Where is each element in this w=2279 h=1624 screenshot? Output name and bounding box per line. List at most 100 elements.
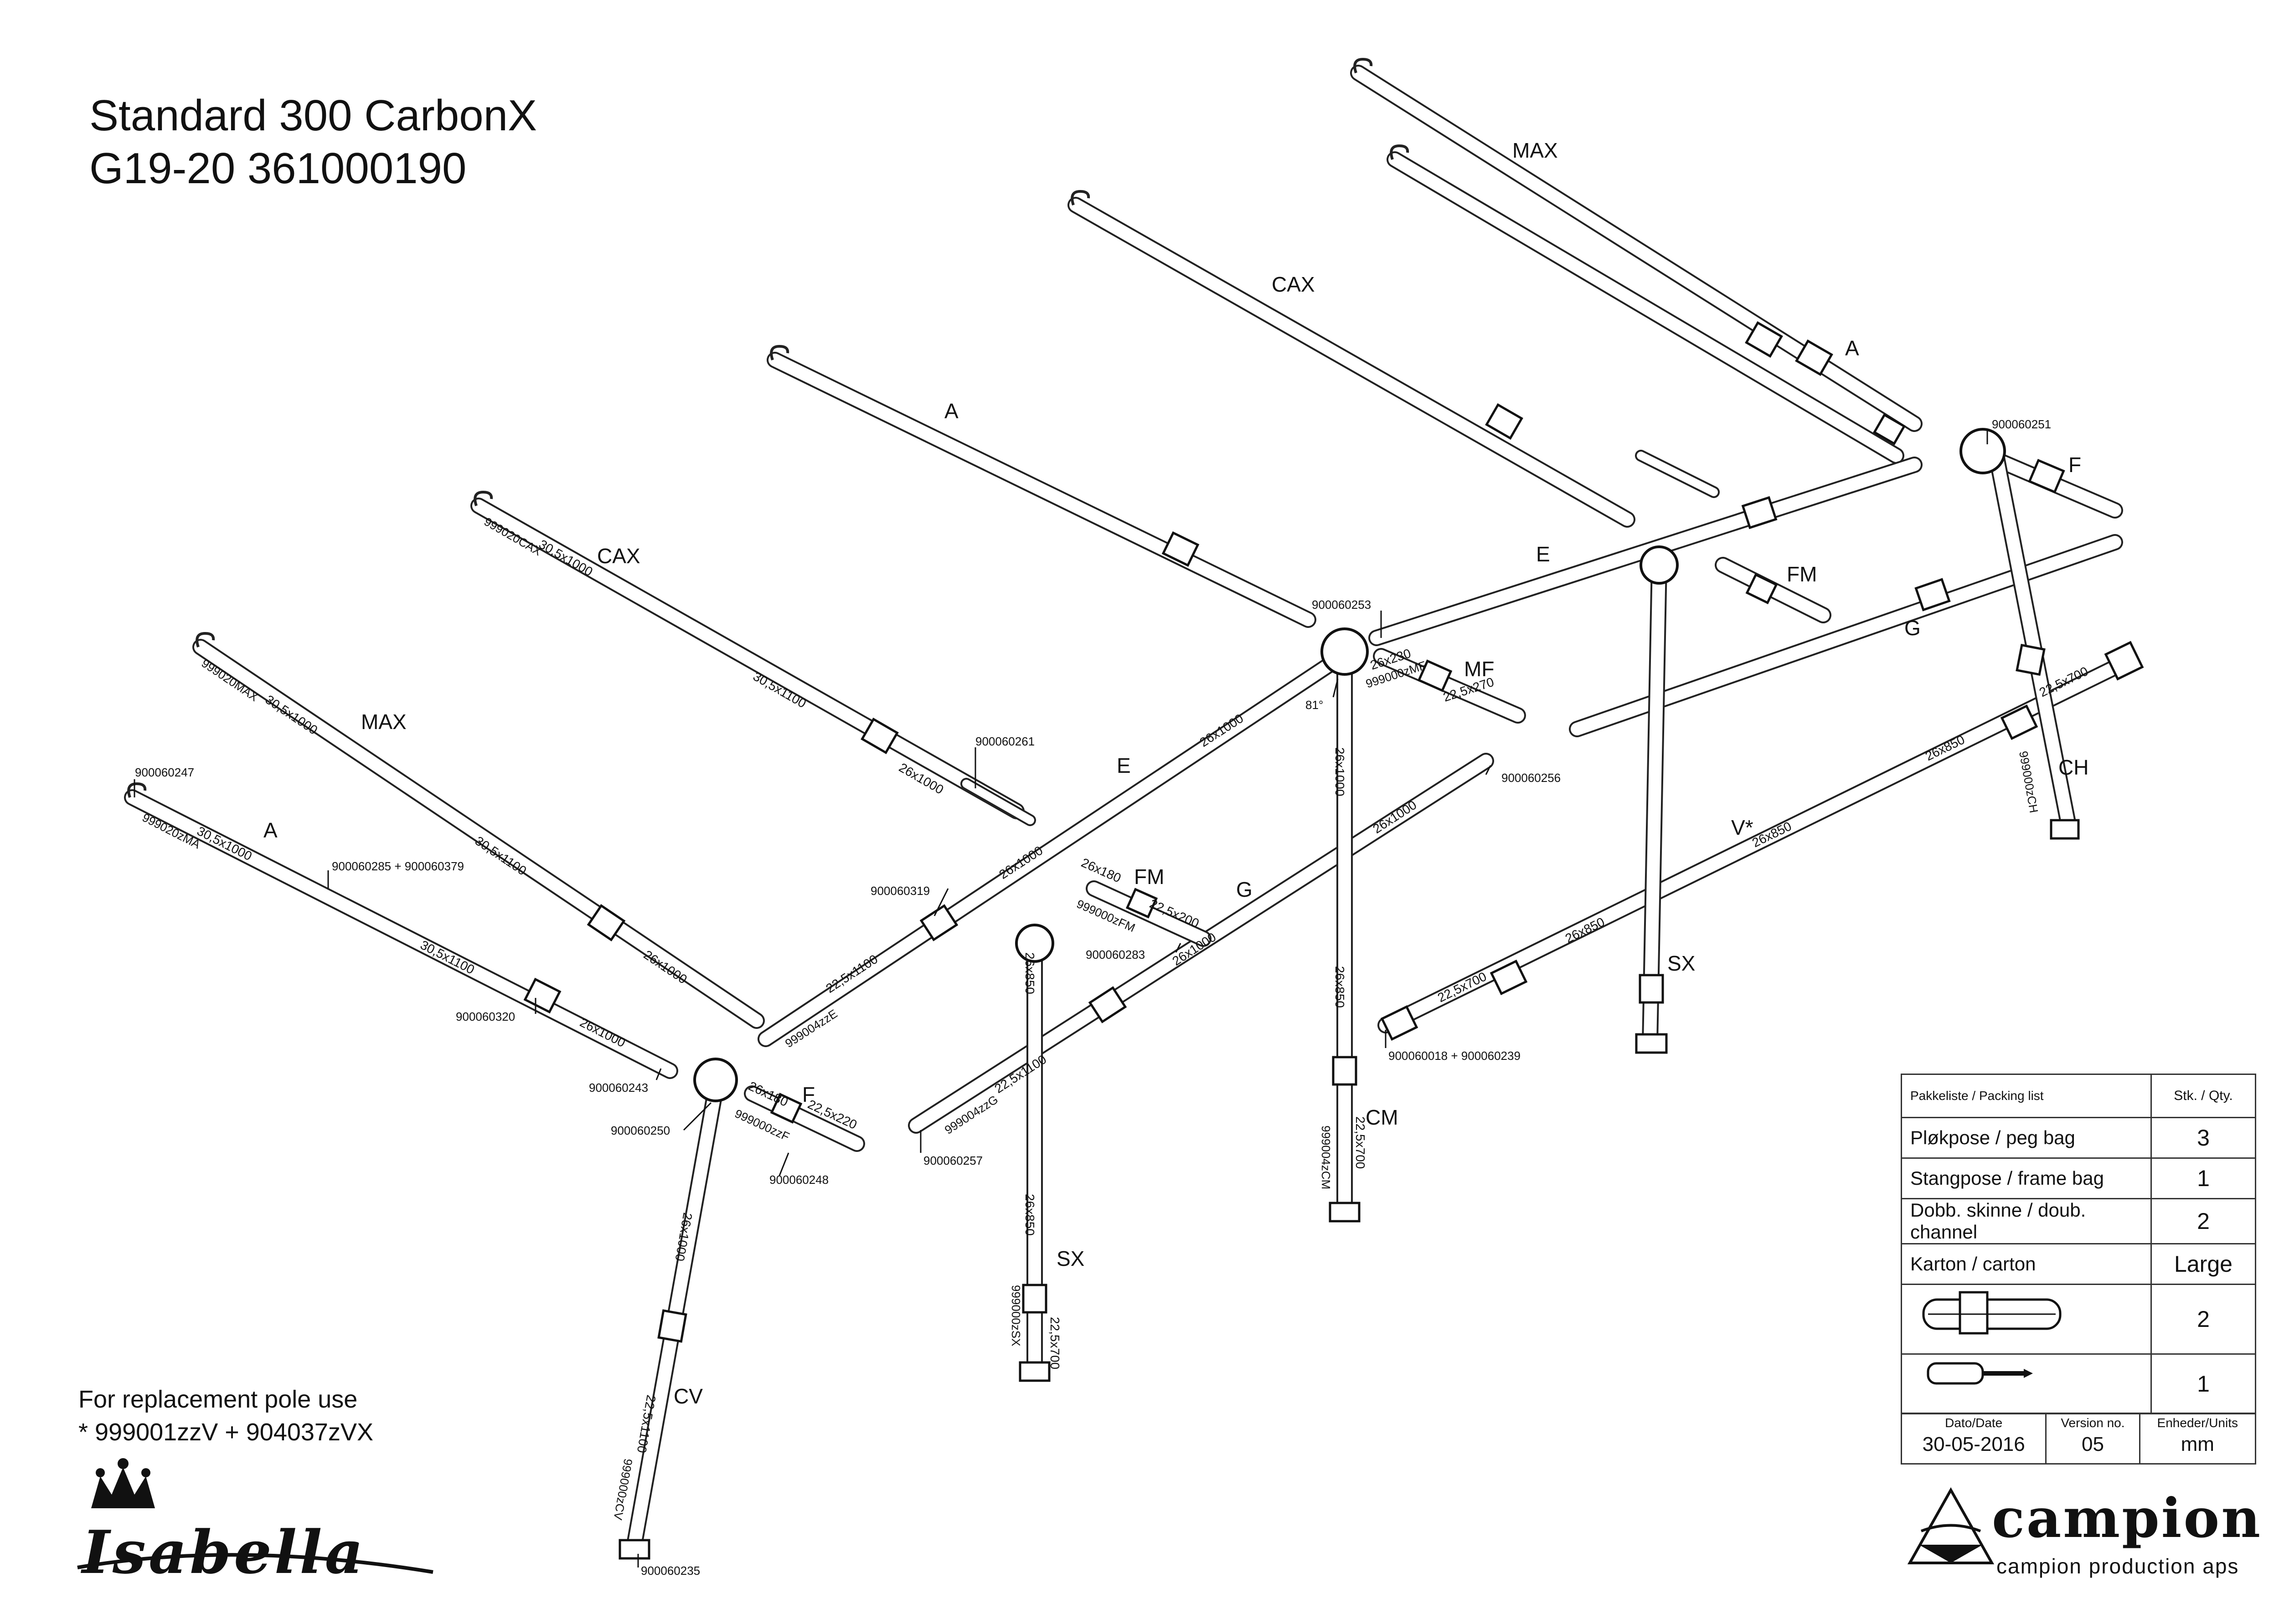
- dim-cm-3: 22,5x700: [1353, 1116, 1367, 1169]
- label-g-front: G: [1236, 878, 1253, 901]
- packing-row: Stangpose / frame bag 1: [1901, 1157, 2256, 1199]
- part-number-018: 900060018 + 900060239: [1388, 1049, 1521, 1063]
- packing-item-qty: 3: [2150, 1117, 2256, 1159]
- loose-clamp-back: [1635, 450, 1720, 498]
- part-number-248: 900060248: [769, 1173, 829, 1187]
- pole-ch: [1988, 447, 2080, 840]
- pole-fm-front: [1086, 880, 1212, 947]
- packing-item-qty: Large: [2150, 1243, 2256, 1285]
- code-zcm: 999004zCM: [1319, 1125, 1333, 1189]
- packing-list-header: Pakkeliste / Packing list Stk. / Qty.: [1901, 1074, 2256, 1118]
- label-a-mid: A: [944, 399, 959, 423]
- dim-sx-3: 22,5x700: [1048, 1317, 1062, 1369]
- packing-row: Karton / carton Large: [1901, 1243, 2256, 1285]
- pole-cax-back: [1067, 190, 1635, 528]
- label-cax-front: CAX: [597, 544, 640, 568]
- dim-sx-1: 26x850: [1023, 952, 1037, 994]
- packing-item-label: Pløkpose / peg bag: [1901, 1117, 2152, 1159]
- replacement-codes: * 999001zzV + 904037zVX: [78, 1418, 373, 1446]
- page-title: Standard 300 CarbonX: [89, 91, 537, 140]
- packing-item-qty: 2: [2150, 1284, 2256, 1355]
- angle-label: 81°: [1305, 698, 1323, 712]
- packing-list-title: Pakkeliste / Packing list: [1901, 1074, 2152, 1118]
- pole-max-back: [1350, 57, 1923, 464]
- part-number-247: 900060247: [135, 766, 194, 779]
- pole-sx-back: [1635, 557, 1668, 1054]
- units-label: Enheder/Units: [2157, 1416, 2238, 1430]
- part-number-261: 900060261: [975, 735, 1035, 748]
- dim-a-2: 30,5x1100: [418, 938, 477, 977]
- dim-cm-2: 26x850: [1333, 966, 1347, 1008]
- crown-icon: [91, 1458, 155, 1508]
- dim-sx-2: 26x850: [1023, 1194, 1037, 1236]
- pole-fm-back: [1715, 557, 1831, 623]
- isabella-underline: [77, 1553, 433, 1574]
- leader-lines: [134, 431, 1988, 1567]
- replacement-note: For replacement pole use: [78, 1386, 358, 1413]
- label-max-front: MAX: [361, 710, 407, 734]
- code-zch: 999000zCH: [2016, 750, 2041, 814]
- label-v: V*: [1731, 816, 1753, 839]
- pole-f-back: [1979, 447, 2123, 519]
- packing-item-clamp-cell: [1901, 1284, 2152, 1355]
- version-label: Version no.: [2061, 1416, 2125, 1430]
- packing-item-qty: 1: [2150, 1353, 2256, 1414]
- part-number-256: 900060256: [1501, 771, 1561, 785]
- packing-item-screwdriver-cell: [1901, 1353, 2152, 1414]
- pole-v: [1377, 641, 2144, 1041]
- label-fm-front: FM: [1134, 865, 1164, 889]
- pole-a-front: [124, 782, 678, 1079]
- label-ch: CH: [2058, 755, 2088, 779]
- packing-row-screwdriver: 1: [1901, 1353, 2256, 1414]
- packing-item-label: Karton / carton: [1901, 1243, 2152, 1285]
- label-e-front: E: [1117, 754, 1131, 777]
- code-zcv: 999000zCV: [611, 1458, 635, 1521]
- connector-center: [1320, 627, 1369, 676]
- label-mf: MF: [1464, 657, 1494, 681]
- packing-item-qty: 2: [2150, 1198, 2256, 1244]
- packing-list-qty-header: Stk. / Qty.: [2150, 1074, 2256, 1118]
- packing-item-qty: 1: [2150, 1157, 2256, 1199]
- dim-fm-1: 26x180: [1079, 855, 1124, 885]
- date-value: 30-05-2016: [1922, 1433, 2025, 1455]
- dim-v-3: 26x850: [1750, 819, 1794, 850]
- part-number-283: 900060283: [1086, 948, 1145, 961]
- version-value: 05: [2082, 1433, 2104, 1455]
- packing-row-clamp: 2: [1901, 1284, 2256, 1355]
- part-number-319: 900060319: [871, 884, 930, 898]
- campion-subline: campion production aps: [1996, 1554, 2239, 1578]
- pole-cm: [1329, 657, 1361, 1223]
- loose-clamp-front: [960, 778, 1036, 826]
- connector-front-left: [693, 1058, 738, 1102]
- label-f-back: F: [2068, 453, 2081, 477]
- page-subtitle: G19-20 361000190: [89, 144, 467, 193]
- date-cell: Dato/Date 30-05-2016: [1900, 1413, 2047, 1465]
- part-number-251: 900060251: [1992, 417, 2051, 431]
- part-number-253: 900060253: [1312, 598, 1371, 612]
- packing-list-table: Pakkeliste / Packing list Stk. / Qty. Pl…: [1901, 1074, 2256, 1414]
- date-label: Dato/Date: [1945, 1416, 2003, 1430]
- connector-sx-front: [1015, 924, 1054, 963]
- label-a-front: A: [263, 818, 278, 842]
- label-cax-back: CAX: [1272, 272, 1315, 296]
- campion-wordmark: campion: [1992, 1486, 2262, 1550]
- label-fm-back: FM: [1787, 562, 1817, 586]
- part-number-235: 900060235: [641, 1564, 700, 1578]
- label-g-back: G: [1904, 616, 1921, 640]
- part-number-257: 900060257: [923, 1154, 983, 1167]
- dim-a-1: 30,5x1000: [195, 824, 254, 863]
- pole-sx-front: [1019, 940, 1051, 1382]
- label-sx-front: SX: [1057, 1247, 1084, 1270]
- packing-item-label: Dobb. skinne / doub. channel: [1901, 1198, 2152, 1244]
- part-number-243: 900060243: [589, 1081, 648, 1095]
- pole-a-back: [767, 344, 1316, 628]
- packing-row: Pløkpose / peg bag 3: [1901, 1117, 2256, 1159]
- packing-item-label: Stangpose / frame bag: [1901, 1157, 2152, 1199]
- label-max-back: MAX: [1512, 139, 1558, 162]
- document-meta-table: Dato/Date 30-05-2016 Version no. 05 Enhe…: [1900, 1413, 2257, 1465]
- label-e-back: E: [1536, 542, 1550, 566]
- version-cell: Version no. 05: [2045, 1413, 2140, 1465]
- connector-sx: [1640, 545, 1679, 585]
- campion-triangle-icon: [1907, 1487, 1995, 1564]
- label-f-front: F: [802, 1083, 815, 1106]
